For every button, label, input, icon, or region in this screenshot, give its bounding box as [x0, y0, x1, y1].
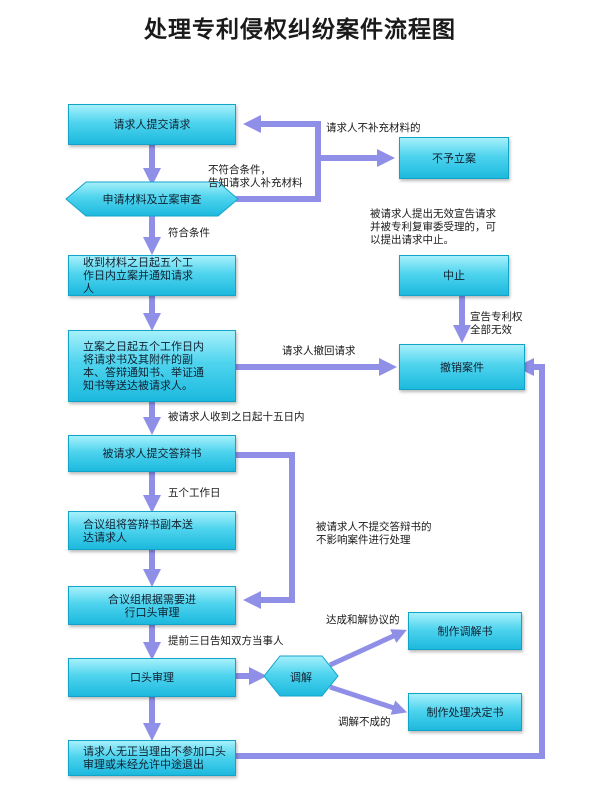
label-agreement: 达成和解协议的 [326, 614, 400, 626]
label-withdraw: 请求人撤回请求 [282, 345, 356, 357]
node-register: 收到材料之日起五个工作日内立案并通知请求人 [68, 255, 236, 296]
node-send-docs: 立案之日起五个工作日内将请求书及其附件的副本、答辩通知书、举证通知书等送达被请求… [68, 330, 236, 402]
node-defense: 被请求人提交答辩书 [68, 435, 236, 472]
label-three-days-notice: 提前三日告知双方当事人 [168, 635, 284, 647]
node-reject: 不予立案 [399, 137, 509, 179]
node-panel-decide: 合议组根据需要进行口头审理 [68, 586, 236, 625]
label-no-supplement: 请求人不补充材料的 [326, 122, 421, 134]
arrow-mediation-to-mediation-doc [328, 629, 407, 668]
node-mediation: 调解 [290, 671, 312, 684]
arrow-defense-bypass [236, 452, 295, 609]
page-title: 处理专利侵权纠纷案件流程图 [144, 16, 456, 43]
node-oral-hearing: 口头审理 [68, 658, 236, 697]
label-no-defense: 被请求人不提交答辩书的 不影响案件进行处理 [316, 521, 432, 546]
label-five-workdays: 五个工作日 [168, 487, 221, 499]
node-mediation-doc: 制作调解书 [408, 612, 522, 650]
node-revoke: 撤销案件 [399, 344, 525, 390]
label-no-agreement: 调解不成的 [338, 716, 391, 728]
arrow-mediation-to-decision-doc [329, 684, 408, 715]
node-no-show: 请求人无正当理由不参加口头审理或未经允许中途退出 [68, 740, 236, 776]
review-hexagon [65, 181, 239, 217]
label-patent-invalid: 宣告专利权 全部无效 [470, 311, 523, 336]
label-within-15-days: 被请求人收到之日起十五日内 [168, 411, 305, 423]
node-forward-defense: 合议组将答辩书副本送达请求人 [68, 511, 236, 550]
label-invalidation: 被请求人提出无效宣告请求 并被专利复审委受理的，可 以提出请求中止。 [370, 208, 496, 246]
node-submit-request: 请求人提交请求 [68, 104, 236, 145]
node-review: 申请材料及立案审查 [102, 193, 202, 206]
label-not-qualified: 不符合条件， 告知请求人补充材料 [208, 164, 303, 189]
node-suspend: 中止 [399, 255, 509, 296]
node-decision-doc: 制作处理决定书 [408, 693, 522, 731]
arrow-noshow-to-revoke [236, 358, 545, 759]
arrow-review-loop [236, 115, 321, 202]
label-qualified: 符合条件 [168, 227, 210, 239]
mediation-hexagon [263, 655, 339, 697]
